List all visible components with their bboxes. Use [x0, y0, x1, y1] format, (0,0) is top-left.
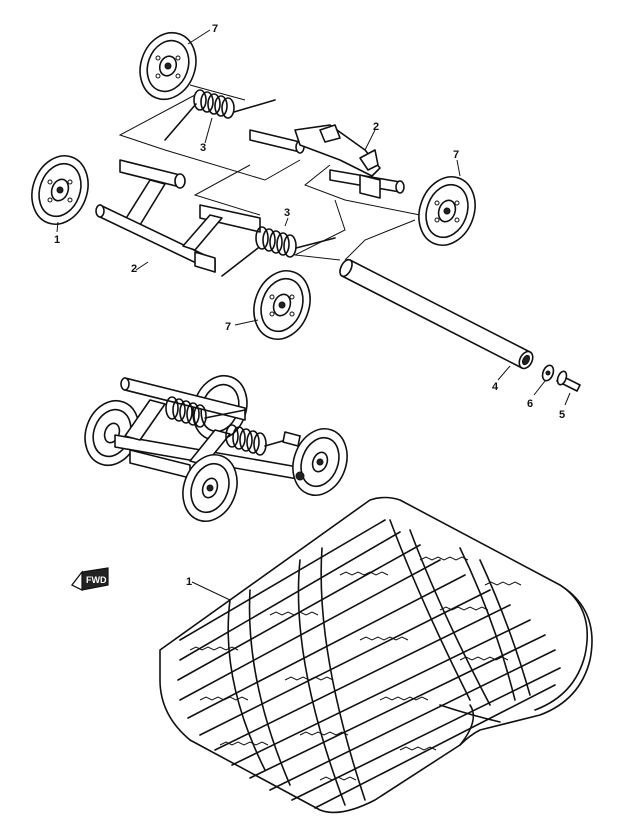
drive-track	[159, 496, 593, 814]
forward-arrow: FWD	[71, 567, 109, 591]
callout-arm-upper: 2	[373, 121, 379, 133]
callout-shaft: 4	[492, 381, 499, 393]
callout-wheel-bottom: 7	[225, 321, 231, 333]
track-lugs	[177, 519, 561, 809]
torsion-spring-lower	[221, 217, 336, 277]
callout-washer: 6	[527, 398, 533, 410]
idler-wheel-top	[139, 29, 211, 101]
callout-wheel-top: 7	[212, 23, 218, 35]
callout-wheel-left: 1	[54, 234, 60, 246]
torsion-spring-upper	[164, 89, 276, 144]
callout-labels: 7 3 2 7 1 2 3 7 4 6 5 1	[54, 23, 565, 588]
cross-shaft	[339, 258, 534, 381]
assembled-bogie	[84, 374, 348, 522]
callout-track: 1	[186, 576, 192, 588]
callout-arm-lower: 2	[131, 263, 137, 275]
washer	[533, 364, 555, 396]
callout-spring-upper: 3	[200, 142, 206, 154]
callout-wheel-right: 7	[453, 149, 459, 161]
forward-arrow-label: FWD	[86, 575, 107, 585]
axle-right	[329, 169, 405, 199]
idler-wheel-right	[418, 159, 476, 246]
suspension-arm-upper	[249, 124, 381, 177]
callout-pin: 5	[559, 409, 565, 421]
idler-wheel-left	[31, 155, 89, 233]
bolt-pin	[556, 370, 581, 406]
suspension-arm-lower	[95, 159, 261, 273]
callout-spring-lower: 3	[284, 207, 290, 219]
idler-wheel-bottom	[234, 270, 311, 340]
